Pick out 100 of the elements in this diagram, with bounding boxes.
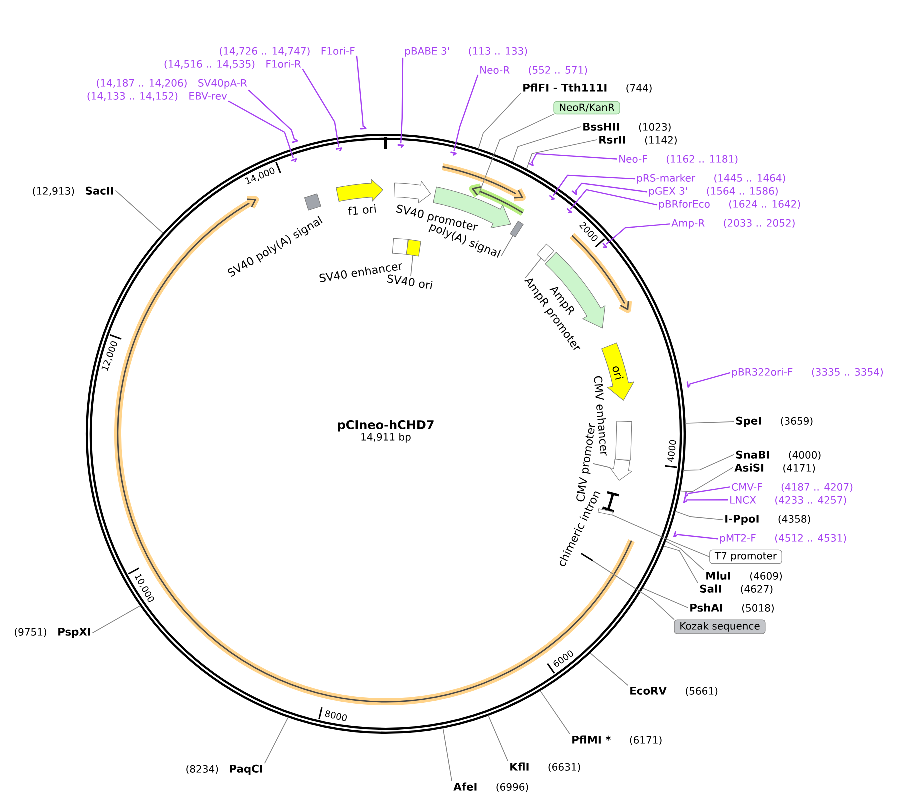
leader-line [690, 372, 731, 385]
primer-name: pMT2-F [720, 534, 756, 544]
feature-box [406, 239, 422, 257]
leader-line [410, 255, 414, 277]
tick-label: 4000 [668, 440, 676, 462]
enzyme-name: AfeI [454, 782, 477, 791]
primer-name: Amp-R [672, 220, 705, 229]
leader-line [488, 716, 508, 762]
leader-line [606, 224, 671, 245]
feature-tag: T7 promoter [710, 550, 782, 564]
primer-mark [549, 195, 556, 200]
primer-position: (4233 .. 4257) [776, 496, 846, 506]
feature-block [394, 181, 432, 204]
leader-line [612, 514, 710, 558]
leader-line [526, 140, 598, 170]
cut-site-position: (6996) [496, 783, 528, 792]
enzyme-name: MluI [706, 572, 730, 580]
primer-mark [450, 152, 457, 156]
primer-mark [336, 148, 342, 152]
cut-site-position: (6631) [548, 763, 580, 772]
leader-line [686, 500, 729, 501]
primer-position: (1162 .. 1181) [666, 155, 738, 164]
primer-position: (3335 .. 3354) [812, 368, 883, 378]
primer-name: F1ori-R [266, 60, 302, 68]
leader-line [525, 258, 542, 278]
primer-position: (14,726 .. 14,747) [220, 47, 310, 56]
plasmid-length: 14,911 bp [362, 433, 411, 443]
enzyme-name: SacII [86, 186, 114, 195]
primer-position: (4187 .. 4207) [782, 483, 853, 492]
primer-position: (1445 .. 1464) [714, 174, 786, 184]
feature-tag: Kozak sequence [674, 620, 766, 634]
primer-mark [290, 158, 298, 162]
leader-line [675, 511, 724, 520]
leader-line [676, 534, 719, 540]
primer-mark [528, 162, 534, 166]
enzyme-name: PflMI * [572, 736, 611, 744]
primer-mark [684, 490, 689, 498]
enzyme-name: BssHII [584, 123, 620, 131]
cut-site-position: (4609) [750, 572, 782, 582]
primer-name: pBRforEco [660, 200, 710, 210]
enzyme-name: SpeI [736, 416, 762, 428]
leader-line [590, 653, 628, 686]
feature-tag: NeoR/KanR [554, 101, 620, 115]
primer-name: pGEX 3' [650, 187, 688, 197]
primer-position: (14,133 .. 14,152) [88, 92, 178, 102]
primer-position: (113 .. 133) [469, 47, 528, 56]
leader-line [400, 58, 404, 144]
leader-line [531, 153, 618, 164]
primer-name: Neo-R [480, 66, 510, 74]
tick-label: 8000 [325, 710, 347, 722]
primer-name: pRS-marker [638, 174, 696, 184]
plasmid-name: pCIneo-hCHD7 [338, 420, 434, 432]
primer-position: (1564 .. 1586) [707, 187, 778, 196]
primer-position: (14,187 .. 14,206) [97, 79, 187, 88]
cut-site-position: (6171) [630, 736, 662, 746]
primer-position: (2033 .. 2052) [724, 219, 795, 228]
leader-line [688, 486, 731, 494]
cut-site-position: (4358) [778, 515, 810, 524]
feature-block [336, 179, 384, 202]
primer-mark [683, 497, 688, 504]
cut-site-position: (8234) [186, 765, 218, 774]
cut-site-position: (9751) [15, 628, 47, 638]
leader-line [683, 454, 734, 471]
leader-line [302, 68, 340, 148]
leader-line [442, 728, 452, 782]
primer-name: Neo-F [620, 156, 648, 163]
enzyme-name: PshAI [690, 604, 722, 612]
primer-name: LNCX [730, 496, 756, 504]
leader-line [593, 464, 611, 468]
leader-line [685, 422, 734, 424]
enzyme-name: AsiSI [734, 464, 764, 472]
feature-box [510, 220, 524, 238]
cut-site-position: (744) [626, 84, 652, 94]
cut-site-position: (12,913) [33, 187, 74, 196]
i-beam-mark [602, 491, 620, 513]
primer-mark [673, 531, 678, 538]
primer-mark [572, 190, 578, 196]
leader-line [478, 114, 554, 195]
primer-name: pBABE 3' [406, 47, 450, 57]
enzyme-name: PspXI [58, 628, 90, 638]
primer-mark [292, 138, 298, 144]
primer-name: EBV-rev [190, 92, 228, 100]
leader-line [552, 174, 636, 196]
feature-box [304, 194, 322, 211]
leader-line [501, 236, 514, 256]
leader-line [570, 189, 658, 210]
leader-line [92, 606, 141, 634]
leader-line [356, 56, 364, 128]
leader-line [116, 190, 164, 234]
enzyme-name: SnaBI [736, 450, 770, 459]
primer-position: (552 .. 571) [529, 66, 588, 76]
enzyme-name: SalI [700, 584, 722, 593]
primer-mark [566, 208, 572, 214]
feature-block [610, 458, 632, 481]
leader-line [540, 690, 570, 734]
enzyme-name: EcoRV [630, 687, 667, 695]
primer-name: CMV-F [732, 483, 762, 491]
feature-label: f1 ori [348, 204, 376, 216]
leader-line [512, 126, 582, 162]
feature-box [392, 238, 408, 255]
